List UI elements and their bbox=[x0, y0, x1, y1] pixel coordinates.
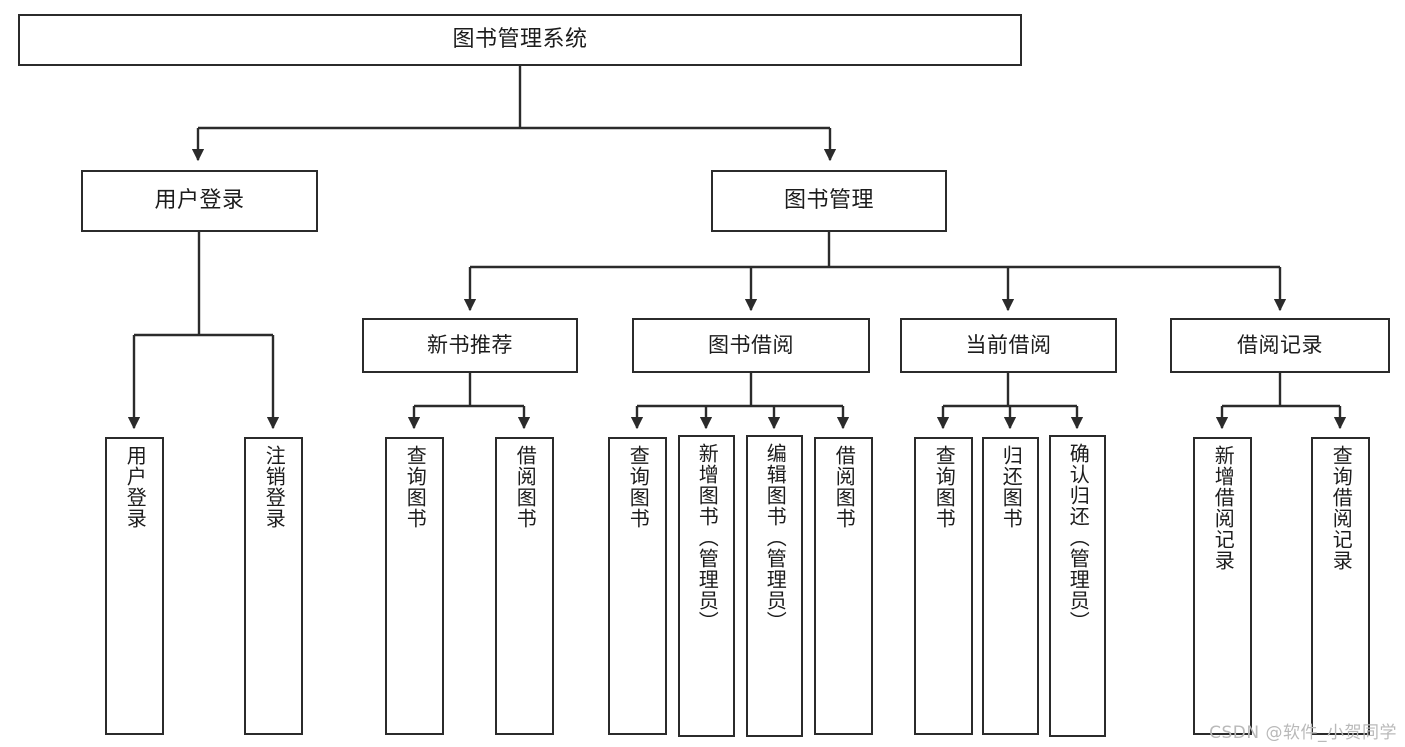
node-leaf-query-record-label: 查询借阅记录 bbox=[1329, 445, 1354, 571]
node-leaf-query-book-3[interactable]: 查询图书 bbox=[914, 437, 973, 735]
node-leaf-edit-book-label: 编辑图书（管理员） bbox=[763, 443, 788, 632]
node-leaf-borrow-book-1-label: 借阅图书 bbox=[513, 445, 538, 529]
node-leaf-add-record-label: 新增借阅记录 bbox=[1211, 445, 1236, 571]
node-leaf-add-book[interactable]: 新增图书（管理员） bbox=[678, 435, 735, 737]
node-current-borrow-label: 当前借阅 bbox=[965, 333, 1052, 358]
node-root-label: 图书管理系统 bbox=[452, 27, 588, 53]
node-leaf-add-record[interactable]: 新增借阅记录 bbox=[1193, 437, 1252, 735]
node-new-book-recommend-label: 新书推荐 bbox=[427, 333, 513, 358]
node-book-management-label: 图书管理 bbox=[783, 188, 874, 214]
node-borrow-record-label: 借阅记录 bbox=[1237, 333, 1323, 358]
node-leaf-query-book-3-label: 查询图书 bbox=[932, 445, 957, 529]
node-leaf-query-book-2[interactable]: 查询图书 bbox=[608, 437, 667, 735]
node-leaf-query-book-1[interactable]: 查询图书 bbox=[385, 437, 444, 735]
node-leaf-borrow-book-2[interactable]: 借阅图书 bbox=[814, 437, 873, 735]
node-current-borrow[interactable]: 当前借阅 bbox=[900, 318, 1117, 373]
node-leaf-borrow-book-1[interactable]: 借阅图书 bbox=[495, 437, 554, 735]
node-user-login[interactable]: 用户登录 bbox=[81, 170, 318, 232]
node-root[interactable]: 图书管理系统 bbox=[18, 14, 1022, 66]
node-leaf-user-login[interactable]: 用户登录 bbox=[105, 437, 164, 735]
node-leaf-confirm-return[interactable]: 确认归还（管理员） bbox=[1049, 435, 1106, 737]
node-leaf-query-book-1-label: 查询图书 bbox=[403, 445, 428, 529]
node-new-book-recommend[interactable]: 新书推荐 bbox=[362, 318, 578, 373]
node-leaf-query-book-2-label: 查询图书 bbox=[626, 445, 651, 529]
node-leaf-query-record[interactable]: 查询借阅记录 bbox=[1311, 437, 1370, 735]
node-leaf-user-logout[interactable]: 注销登录 bbox=[244, 437, 303, 735]
node-book-borrow-label: 图书借阅 bbox=[708, 333, 794, 358]
node-leaf-edit-book[interactable]: 编辑图书（管理员） bbox=[746, 435, 803, 737]
node-leaf-user-login-label: 用户登录 bbox=[123, 445, 148, 529]
node-book-borrow[interactable]: 图书借阅 bbox=[632, 318, 870, 373]
node-book-management[interactable]: 图书管理 bbox=[711, 170, 947, 232]
node-user-login-label: 用户登录 bbox=[154, 188, 245, 214]
node-leaf-return-book[interactable]: 归还图书 bbox=[982, 437, 1039, 735]
node-borrow-record[interactable]: 借阅记录 bbox=[1170, 318, 1390, 373]
node-leaf-return-book-label: 归还图书 bbox=[999, 445, 1024, 529]
node-leaf-confirm-return-label: 确认归还（管理员） bbox=[1066, 443, 1091, 632]
node-leaf-borrow-book-2-label: 借阅图书 bbox=[832, 445, 857, 529]
node-leaf-user-logout-label: 注销登录 bbox=[262, 445, 287, 529]
node-leaf-add-book-label: 新增图书（管理员） bbox=[695, 443, 720, 632]
